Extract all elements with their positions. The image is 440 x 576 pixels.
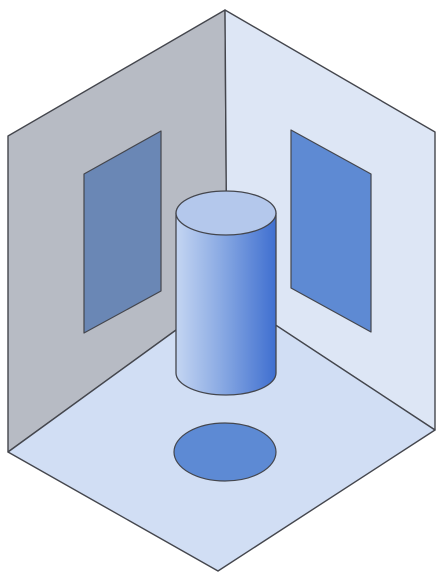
cylinder [175,190,277,396]
right-wall-projection [290,129,372,333]
cylinder-body [175,212,277,396]
cylinder-top [175,190,277,236]
left-wall-projection [83,130,162,334]
floor-projection-circle [173,422,277,482]
